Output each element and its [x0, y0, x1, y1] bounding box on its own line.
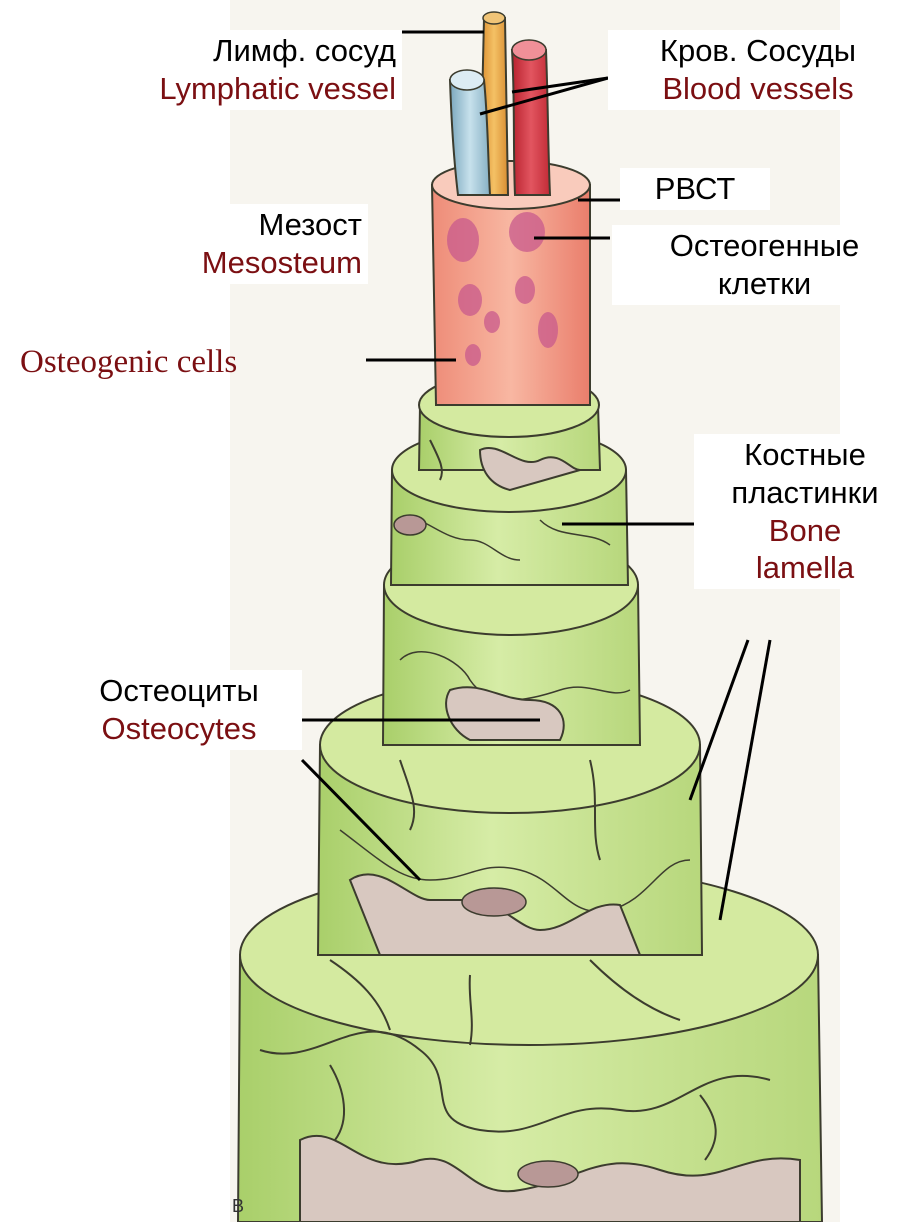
label-osteocytes-ru: Остеоциты [62, 672, 296, 710]
label-osteogenic-cells-ru: Остеогенные клетки [612, 225, 917, 305]
label-osteogenic-en-text: Osteogenic cells [20, 342, 308, 382]
label-lymphatic-en: Lymphatic vessel [68, 70, 396, 108]
label-blood-vessels: Кров. Сосуды Blood vessels [608, 30, 908, 110]
label-osteogenic-ru-line2: клетки [618, 265, 911, 303]
label-osteogenic-ru-line1: Остеогенные [618, 227, 911, 265]
label-bone-lamella: Костные пластинки Bone lamella [694, 434, 916, 589]
label-mesosteum-en: Mesosteum [138, 244, 362, 282]
label-lamella-en-line1: Bone [700, 512, 910, 550]
label-lamella-ru-line2: пластинки [700, 474, 910, 512]
label-rvst: РВСТ [620, 168, 770, 210]
figure-letter: В [232, 1196, 244, 1217]
label-lymphatic-vessel: Лимф. сосуд Lymphatic vessel [62, 30, 402, 110]
label-rvst-text: РВСТ [626, 170, 764, 208]
label-lamella-ru-line1: Костные [700, 436, 910, 474]
blood-vessel-blue-shape [450, 80, 490, 195]
label-osteocytes: Остеоциты Osteocytes [56, 670, 302, 750]
label-mesosteum-ru: Мезост [138, 206, 362, 244]
label-osteogenic-cells-en: Osteogenic cells [14, 340, 314, 384]
blood-vessel-red-shape [512, 50, 550, 195]
label-osteocytes-en: Osteocytes [62, 710, 296, 748]
label-mesosteum: Мезост Mesosteum [132, 204, 368, 284]
label-lamella-en-line2: lamella [700, 549, 910, 587]
label-lymphatic-ru: Лимф. сосуд [68, 32, 396, 70]
label-blood-ru: Кров. Сосуды [614, 32, 902, 70]
central-canal [432, 161, 590, 405]
label-blood-en: Blood vessels [614, 70, 902, 108]
